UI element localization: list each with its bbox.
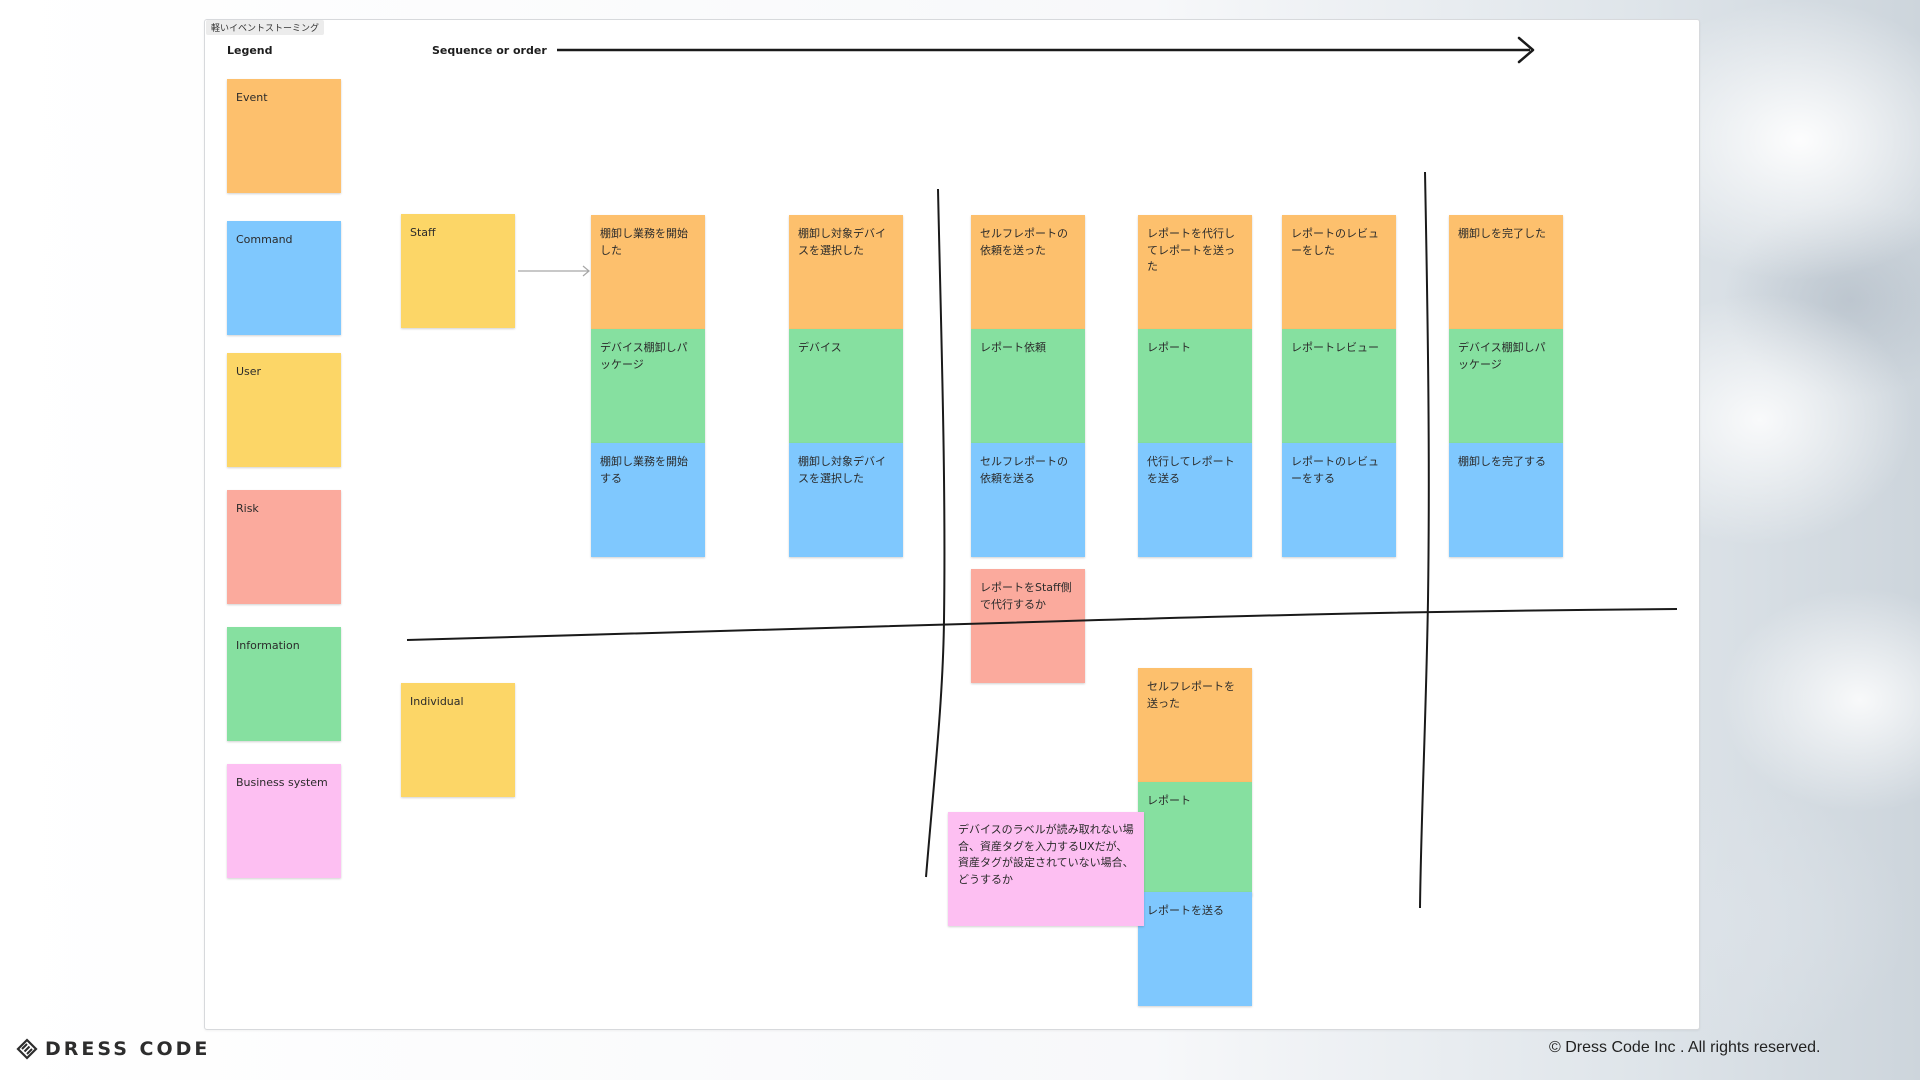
staff-connector-arrow: [518, 266, 589, 276]
brand-logo: DRESS CODE: [16, 1038, 210, 1060]
dress-code-logo-icon: [16, 1038, 38, 1060]
sequence-arrow: [557, 38, 1533, 62]
swimlane-divider-line: [407, 609, 1677, 640]
phase-divider-line-right: [1420, 172, 1429, 908]
copyright-text: © Dress Code Inc . All rights reserved.: [1549, 1039, 1820, 1057]
phase-divider-line-left: [926, 189, 944, 877]
brand-name: DRESS CODE: [45, 1038, 210, 1060]
